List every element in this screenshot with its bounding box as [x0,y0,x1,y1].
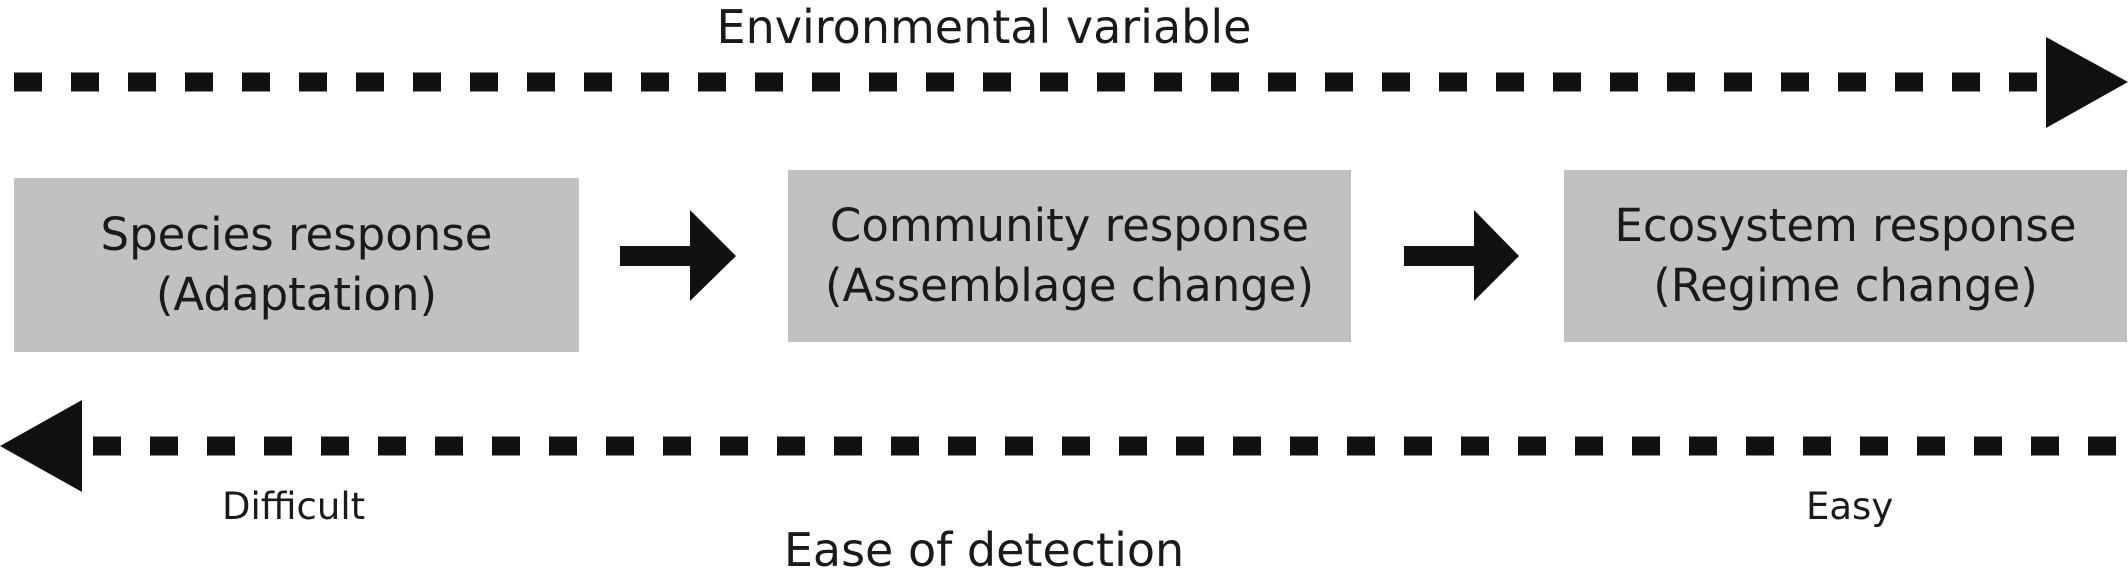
connector-arrow-1-head [690,210,736,301]
ease-of-detection-label: Ease of detection [783,523,1185,577]
community-response-box: Community response (Assemblage change) [788,170,1351,342]
species-response-title: Species response [100,208,493,262]
easy-label: Easy [1806,485,1894,528]
ecosystem-response-title: Ecosystem response [1614,199,2077,253]
community-response-title: Community response [829,199,1310,253]
species-response-subtitle: (Adaptation) [155,268,438,321]
ecosystem-response-subtitle: (Regime change) [1653,259,2038,312]
community-response-subtitle: (Assemblage change) [824,259,1315,312]
environmental-variable-label: Environmental variable [716,0,1252,54]
connector-arrow-2-head [1474,210,1519,301]
species-response-box: Species response (Adaptation) [14,178,579,352]
bottom-arrowhead-left [0,400,82,492]
top-arrowhead-right [2046,37,2128,128]
connector-arrow-1-shaft [620,246,692,266]
connector-arrow-2-shaft [1404,246,1476,266]
ecosystem-response-box: Ecosystem response (Regime change) [1564,170,2127,342]
difficult-label: Difficult [222,485,366,528]
